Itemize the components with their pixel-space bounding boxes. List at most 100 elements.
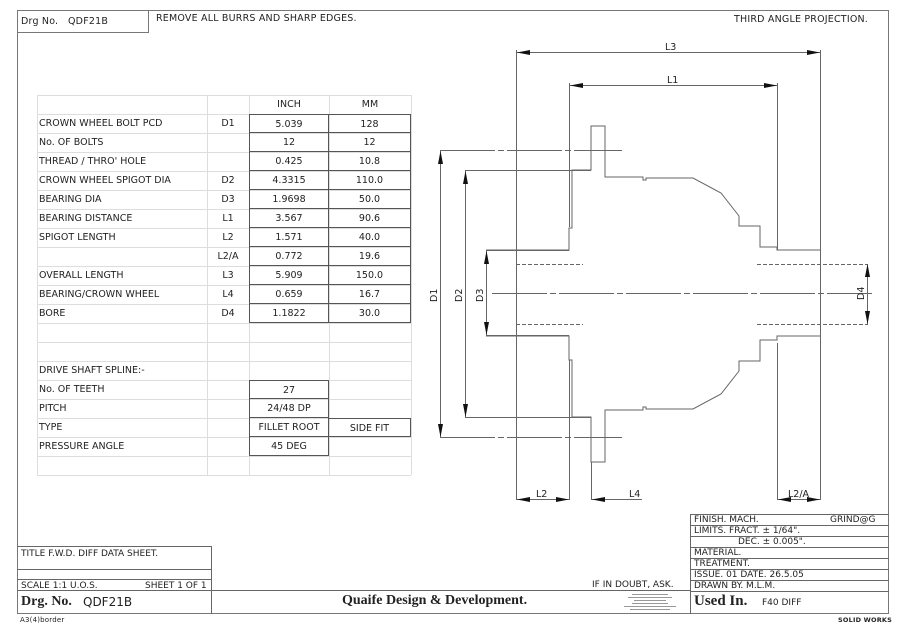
table-grid-line: [37, 475, 411, 476]
label-l3: L3: [665, 42, 676, 53]
column-header-inch: INCH: [277, 99, 301, 110]
table-grid-line: [37, 171, 411, 172]
arrow-l2a-right: [807, 497, 820, 502]
row-reference: D1: [221, 118, 235, 129]
issue-date: ISSUE. 01 DATE. 26.5.05: [694, 570, 804, 580]
value-mm: 40.0: [329, 228, 411, 247]
if-in-doubt-note: IF IN DOUBT, ASK.: [592, 580, 674, 590]
copyright-notice-block: [624, 594, 676, 610]
table-grid-line: [37, 285, 411, 286]
table-grid-line: [329, 95, 330, 475]
arrow-d1-top: [438, 151, 443, 164]
drawn-by: DRAWN BY. M.L.M.: [694, 581, 776, 591]
row-label: BORE: [39, 308, 66, 319]
table-grid-line: [37, 266, 411, 267]
row-reference: L1: [222, 213, 234, 224]
value-inch: 3.567: [249, 209, 329, 228]
table-grid-line: [37, 437, 411, 438]
row-label: BEARING DISTANCE: [39, 213, 133, 224]
table-grid-line: [37, 380, 411, 381]
arrow-d2-top: [463, 171, 468, 184]
row-reference: D2: [221, 175, 235, 186]
arrow-l4-left: [592, 497, 605, 502]
drg-no-label: Drg. No.: [21, 594, 72, 609]
finish-value: GRIND@G: [830, 515, 876, 525]
table-header-row: INCH MM: [37, 95, 411, 114]
value-inch: 0.659: [249, 285, 329, 304]
part-profile-upper: [486, 125, 820, 251]
spline-heading-row: DRIVE SHAFT SPLINE:-: [37, 361, 411, 380]
table-grid-line: [37, 361, 411, 362]
value-mm: 16.7: [329, 285, 411, 304]
row-reference: L4: [222, 289, 234, 300]
row-label: BEARING DIA: [39, 194, 102, 205]
table-grid-line: [37, 456, 411, 457]
title-block-right: [690, 514, 889, 614]
value-inch: 12: [249, 133, 329, 152]
table-grid-line: [37, 342, 411, 343]
value-mm: 19.6: [329, 247, 411, 266]
scale-text: SCALE 1:1 U.O.S.: [21, 581, 98, 591]
table-grid-line: [37, 190, 411, 191]
value-mm: 90.6: [329, 209, 411, 228]
value-inch: 1.571: [249, 228, 329, 247]
value-inch: 0.425: [249, 152, 329, 171]
table-grid-line: [37, 399, 411, 400]
arrow-d4-bottom: [865, 311, 870, 324]
arrow-d2-bottom: [463, 404, 468, 417]
drawing-number-label: Drg No.: [21, 16, 59, 27]
arrow-d1-bottom: [438, 424, 443, 437]
projection-note: THIRD ANGLE PROJECTION.: [734, 14, 869, 25]
used-in-value: F40 DIFF: [762, 598, 802, 608]
spline-value: 24/48 DP: [249, 399, 329, 418]
spline-label: No. OF TEETH: [39, 384, 105, 395]
value-mm: 128: [329, 114, 411, 133]
table-grid-line: [37, 304, 411, 305]
label-l1: L1: [667, 75, 678, 86]
column-header-mm: MM: [361, 99, 379, 110]
limits-dec: DEC. ± 0.005".: [738, 537, 806, 547]
finish-label: FINISH. MACH.: [694, 515, 759, 525]
arrow-l2-left: [517, 497, 530, 502]
used-in-label: Used In.: [694, 593, 748, 609]
value-mm: 150.0: [329, 266, 411, 285]
value-mm: 50.0: [329, 190, 411, 209]
table-grid-line: [411, 95, 412, 475]
spline-value: FILLET ROOT: [249, 418, 329, 437]
sheet-text: SHEET 1 OF 1: [145, 581, 207, 591]
value-mm: 10.8: [329, 152, 411, 171]
label-d1: D1: [429, 289, 440, 302]
header-note: REMOVE ALL BURRS AND SHARP EDGES.: [156, 13, 357, 24]
table-grid-line: [37, 247, 411, 248]
software-label: SOLID WORKS: [838, 616, 893, 624]
label-d2: D2: [454, 289, 465, 302]
table-grid-line: [37, 95, 411, 96]
value-inch: 1.9698: [249, 190, 329, 209]
row-label: SPIGOT LENGTH: [39, 232, 116, 243]
arrow-d4-top: [865, 264, 870, 277]
label-l2: L2: [536, 489, 547, 500]
drawing-frame: [17, 10, 889, 614]
spline-heading: DRIVE SHAFT SPLINE:-: [39, 365, 145, 376]
row-label: No. OF BOLTS: [39, 137, 104, 148]
row-label: CROWN WHEEL SPIGOT DIA: [39, 175, 171, 186]
title-text: TITLE F.W.D. DIFF DATA SHEET.: [21, 549, 159, 559]
value-mm: 12: [329, 133, 411, 152]
table-grid-line: [37, 228, 411, 229]
value-inch: 0.772: [249, 247, 329, 266]
arrow-l1-right: [764, 83, 777, 88]
limits-fract: LIMITS. FRACT. ± 1/64".: [694, 526, 801, 536]
part-profile-lower: [486, 335, 820, 463]
table-grid-line: [37, 209, 411, 210]
drawing-number-box: [17, 10, 149, 33]
